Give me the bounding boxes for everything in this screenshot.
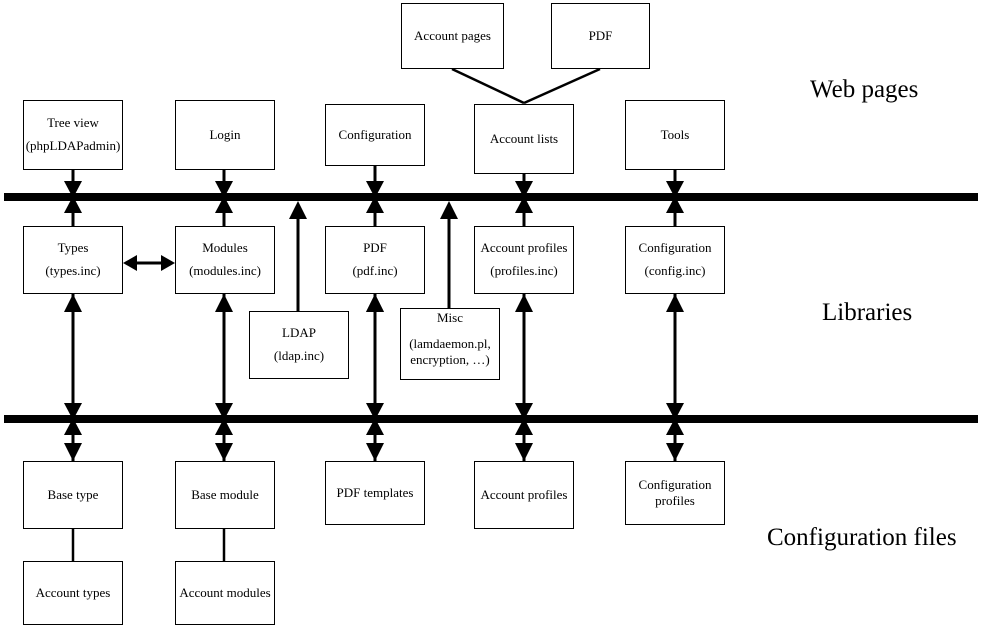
node-login: Login <box>175 100 275 170</box>
node-pdf-templates: PDF templates <box>325 461 425 525</box>
node-label-primary: Base type <box>47 486 99 502</box>
node-label-secondary: (lamdaemon.pl,encryption, …) <box>409 335 491 368</box>
band-label-libraries: Libraries <box>822 299 913 326</box>
node-label-primary: Login <box>209 126 241 142</box>
separator-libraries-config-bar <box>4 415 978 423</box>
node-label-primary: PDF <box>363 240 387 256</box>
node-label-primary: Tree view <box>47 114 99 130</box>
connector-account-profiles-to-profiles-lib <box>515 294 533 461</box>
node-modules-lib: Modules (modules.inc) <box>175 226 275 294</box>
node-base-type: Base type <box>23 461 123 529</box>
node-label-secondary: (phpLDAPadmin) <box>25 138 121 154</box>
node-misc-lib: Misc (lamdaemon.pl,encryption, …) <box>400 308 500 380</box>
node-account-lists: Account lists <box>474 104 574 174</box>
node-label-secondary: (profiles.inc) <box>490 263 558 278</box>
node-account-modules: Account modules <box>175 561 275 625</box>
node-label-primary: Account profiles <box>480 486 568 502</box>
separator-web-libraries-bar <box>4 193 978 201</box>
node-types-lib: Types (types.inc) <box>23 226 123 294</box>
connector-configuration-profiles-to-config-lib <box>666 294 684 461</box>
node-label-primary: Configuration <box>638 240 712 256</box>
connector-pdf-templates-to-pdf-lib <box>366 294 384 461</box>
node-configuration-page: Configuration <box>325 104 425 166</box>
node-tools: Tools <box>625 100 725 170</box>
node-account-pages: Account pages <box>401 3 504 69</box>
node-profiles-lib: Account profiles (profiles.inc) <box>474 226 574 294</box>
connector-base-module-to-modules <box>215 294 233 461</box>
connector-ldap-to-bar <box>289 201 307 311</box>
connector-misc-to-pdf-lib <box>366 294 384 345</box>
node-label-primary: Account lists <box>489 130 559 146</box>
node-label-primary: Tools <box>660 126 690 142</box>
band-label-configuration-files: Configuration files <box>767 524 957 551</box>
node-label-primary: LDAP <box>282 325 316 341</box>
node-config-lib: Configuration (config.inc) <box>625 226 725 294</box>
node-label-secondary: (types.inc) <box>45 263 101 278</box>
node-label-primary: Account modules <box>179 584 271 600</box>
node-label-primary: Base module <box>191 486 259 502</box>
node-label-secondary: (modules.inc) <box>189 263 261 278</box>
node-label-primary: Configuration <box>338 126 412 142</box>
connector-misc-to-bar <box>440 201 458 308</box>
connector-pdf-page-to-account-lists <box>523 67 601 105</box>
connector-account-pages-to-account-lists <box>451 67 525 105</box>
node-label-primary: PDF templates <box>336 484 414 500</box>
node-label-primary: PDF <box>588 27 613 43</box>
node-account-types: Account types <box>23 561 123 625</box>
node-tree-view: Tree view (phpLDAPadmin) <box>23 100 123 170</box>
node-label-primary: Account types <box>35 584 111 600</box>
node-ldap-lib: LDAP (ldap.inc) <box>249 311 349 379</box>
band-label-web-pages: Web pages <box>810 76 919 103</box>
connector-types-modules-bidirectional <box>123 255 175 271</box>
node-base-module: Base module <box>175 461 275 529</box>
node-pdf-lib: PDF (pdf.inc) <box>325 226 425 294</box>
node-label-primary: Types <box>57 240 89 256</box>
node-label-secondary: (config.inc) <box>644 263 706 278</box>
node-label-primary: Account pages <box>414 27 491 43</box>
node-label-primary: Account profiles <box>480 240 568 256</box>
node-pdf-page: PDF <box>551 3 650 69</box>
node-label-primary: Misc <box>437 310 463 325</box>
node-account-profiles-file: Account profiles <box>474 461 574 529</box>
node-label-secondary: (pdf.inc) <box>352 263 398 278</box>
node-label-secondary: (ldap.inc) <box>273 348 325 363</box>
connector-base-type-to-types <box>64 294 82 461</box>
node-label-primary: Modules <box>202 240 248 256</box>
